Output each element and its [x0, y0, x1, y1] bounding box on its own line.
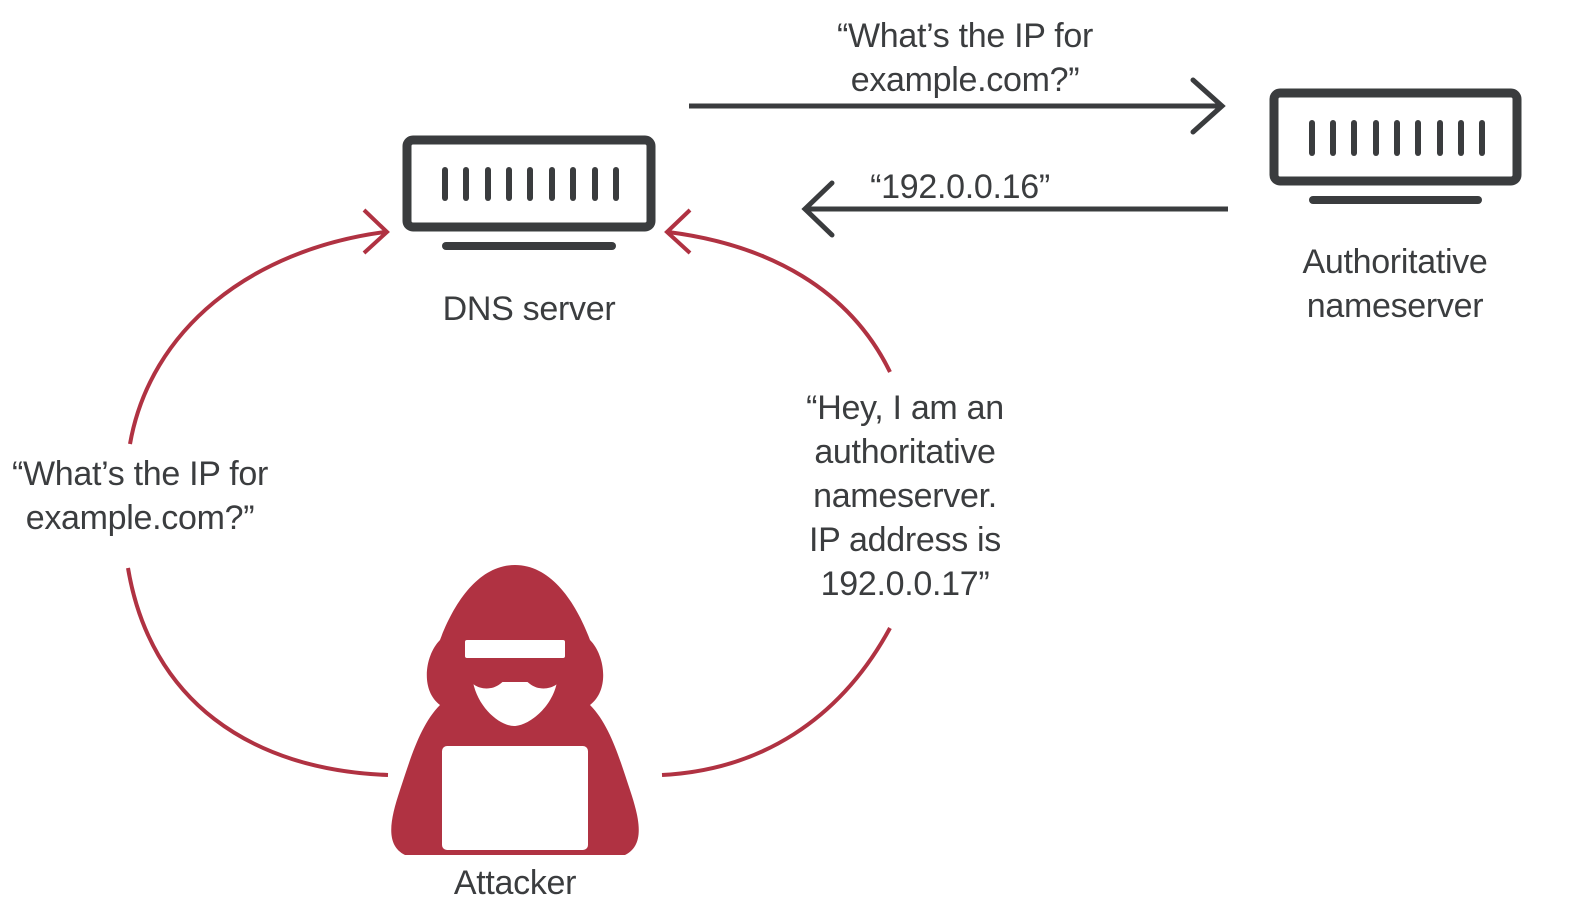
attacker-icon [391, 565, 639, 855]
arrowhead-upper-left [362, 208, 390, 255]
arc-upper-left [128, 230, 386, 445]
arrowhead-upper-right [664, 208, 692, 255]
attack-cycle-arcs [126, 208, 892, 777]
arc-lower-left [126, 567, 389, 777]
response-message-label: “192.0.0.16” [870, 168, 1050, 206]
attacker-label: Attacker [453, 864, 577, 902]
authoritative-nameserver-label: Authoritative nameserver [1302, 243, 1488, 325]
dns-server-icon [402, 135, 656, 250]
query-message-label: “What’s the IP for example.com?” [836, 17, 1093, 99]
response-arrow-left [801, 180, 1228, 238]
attacker-spoof-message-label: “Hey, I am an authoritative nameserver. … [806, 389, 1004, 603]
authoritative-server-icon [1269, 88, 1522, 204]
attacker-query-label: “What’s the IP for example.com?” [11, 455, 268, 537]
query-arrow-right [689, 77, 1226, 135]
dns-server-label: DNS server [442, 290, 616, 328]
arc-upper-right [667, 230, 892, 373]
arc-lower-right [661, 627, 892, 777]
